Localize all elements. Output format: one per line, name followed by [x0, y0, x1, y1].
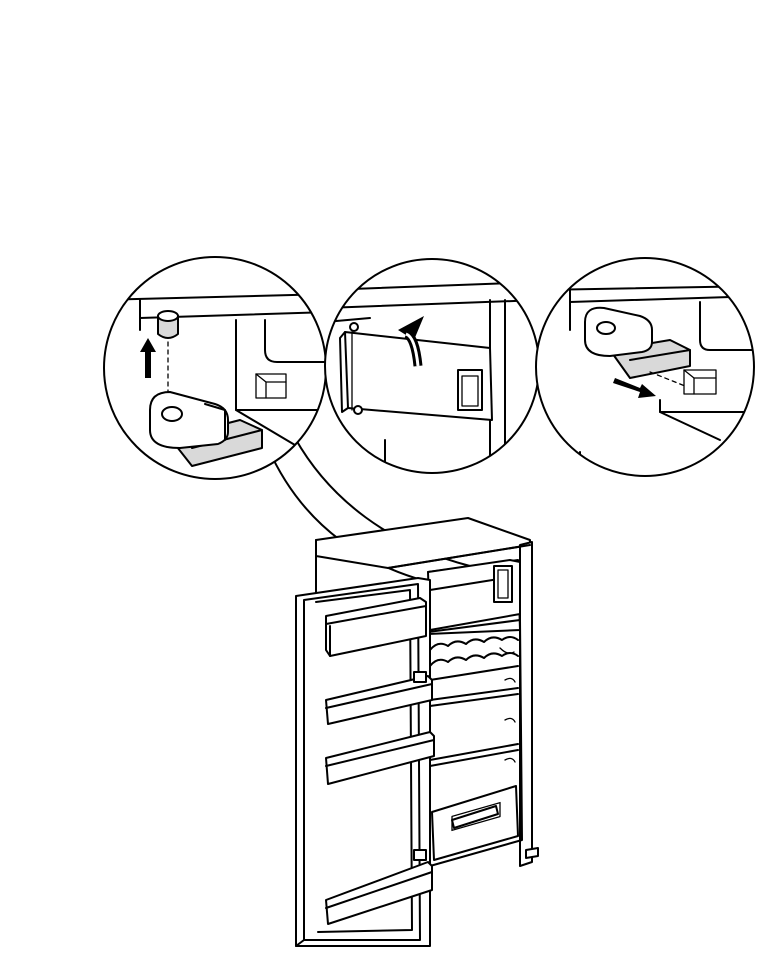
arrow-curved-up-icon: [398, 316, 424, 367]
detail-view-door-lift: [324, 258, 540, 474]
hinge-bracket-icon: [584, 306, 691, 379]
door-panel-icon: [339, 322, 493, 421]
door-bin-2: [325, 675, 433, 725]
shelves: [429, 677, 519, 767]
hinge-pin-icon: [157, 310, 179, 339]
refrigerator-door: [295, 577, 435, 947]
door-bin-3: [325, 731, 435, 785]
crisper-drawer: [431, 785, 519, 861]
detail-view-hinge-pin: [103, 256, 327, 480]
arrow-right-icon: [613, 378, 656, 398]
wine-rack: [429, 636, 519, 681]
freezer-compartment: [427, 559, 521, 631]
arrow-up-icon: [140, 338, 156, 378]
door-bin-4: [325, 861, 433, 925]
hinge-bracket-icon: [149, 391, 263, 467]
refrigerator: [295, 517, 539, 947]
door-bin-1: [325, 597, 427, 657]
detail-view-bracket-slide: [535, 257, 755, 477]
